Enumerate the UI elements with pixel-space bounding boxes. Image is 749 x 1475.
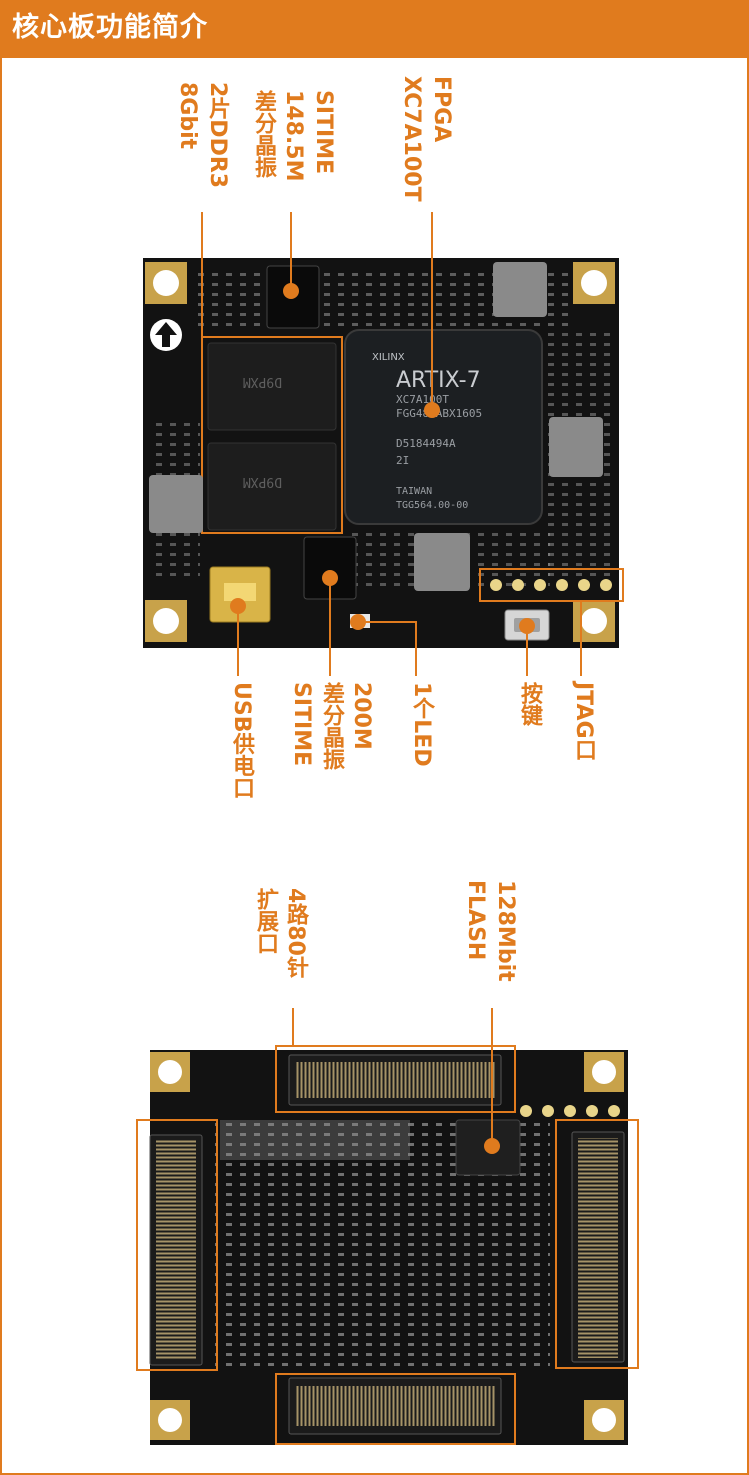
top-board: D9PXM D9PXM XILINX ARTIX-7 XC7A100T FGG4… (143, 212, 624, 676)
label-expansion: 4路80针扩展口 (253, 888, 308, 978)
label-button: 按键 (517, 682, 542, 726)
ddr3-chip-2 (207, 442, 337, 531)
svg-text:D5184494A: D5184494A (396, 437, 456, 450)
page-title: 核心板功能简介 (12, 12, 208, 43)
connector-highlight-boxes (136, 1045, 639, 1445)
jtag-highlight-box (479, 568, 624, 602)
svg-text:2I: 2I (396, 454, 409, 467)
svg-text:TAIWAN: TAIWAN (396, 486, 432, 497)
jtag-pins (490, 579, 612, 591)
ddr-highlight-box (201, 336, 343, 534)
ddr-mark-text: D9PXM (243, 474, 282, 489)
header-bar: 核心板功能简介 (0, 0, 749, 58)
svg-text:XILINX: XILINX (372, 352, 405, 363)
leader-lines (201, 212, 582, 676)
svg-text:XC7A100T: XC7A100T (396, 393, 449, 406)
leader-dot (484, 1138, 500, 1154)
label-jtag: JTAG口 (571, 682, 596, 761)
bottom-board (136, 1008, 639, 1445)
gold-pads (520, 1105, 620, 1117)
label-led: 1个LED (409, 682, 434, 767)
svg-text:TGG564.00-00: TGG564.00-00 (396, 500, 468, 511)
mounting-hole-icon (150, 1052, 624, 1440)
leader-lines-bottom (292, 1008, 493, 1146)
arrow-up-icon (150, 319, 182, 351)
label-usb-power: USB供电口 (229, 682, 254, 799)
inductor (149, 262, 603, 591)
fpga-chip (344, 329, 543, 525)
leader-dots (230, 283, 535, 634)
ddr-mark-text: D9PXM (243, 374, 282, 389)
svg-text:ARTIX-7: ARTIX-7 (396, 368, 481, 393)
ddr3-chip-1 (207, 342, 337, 431)
